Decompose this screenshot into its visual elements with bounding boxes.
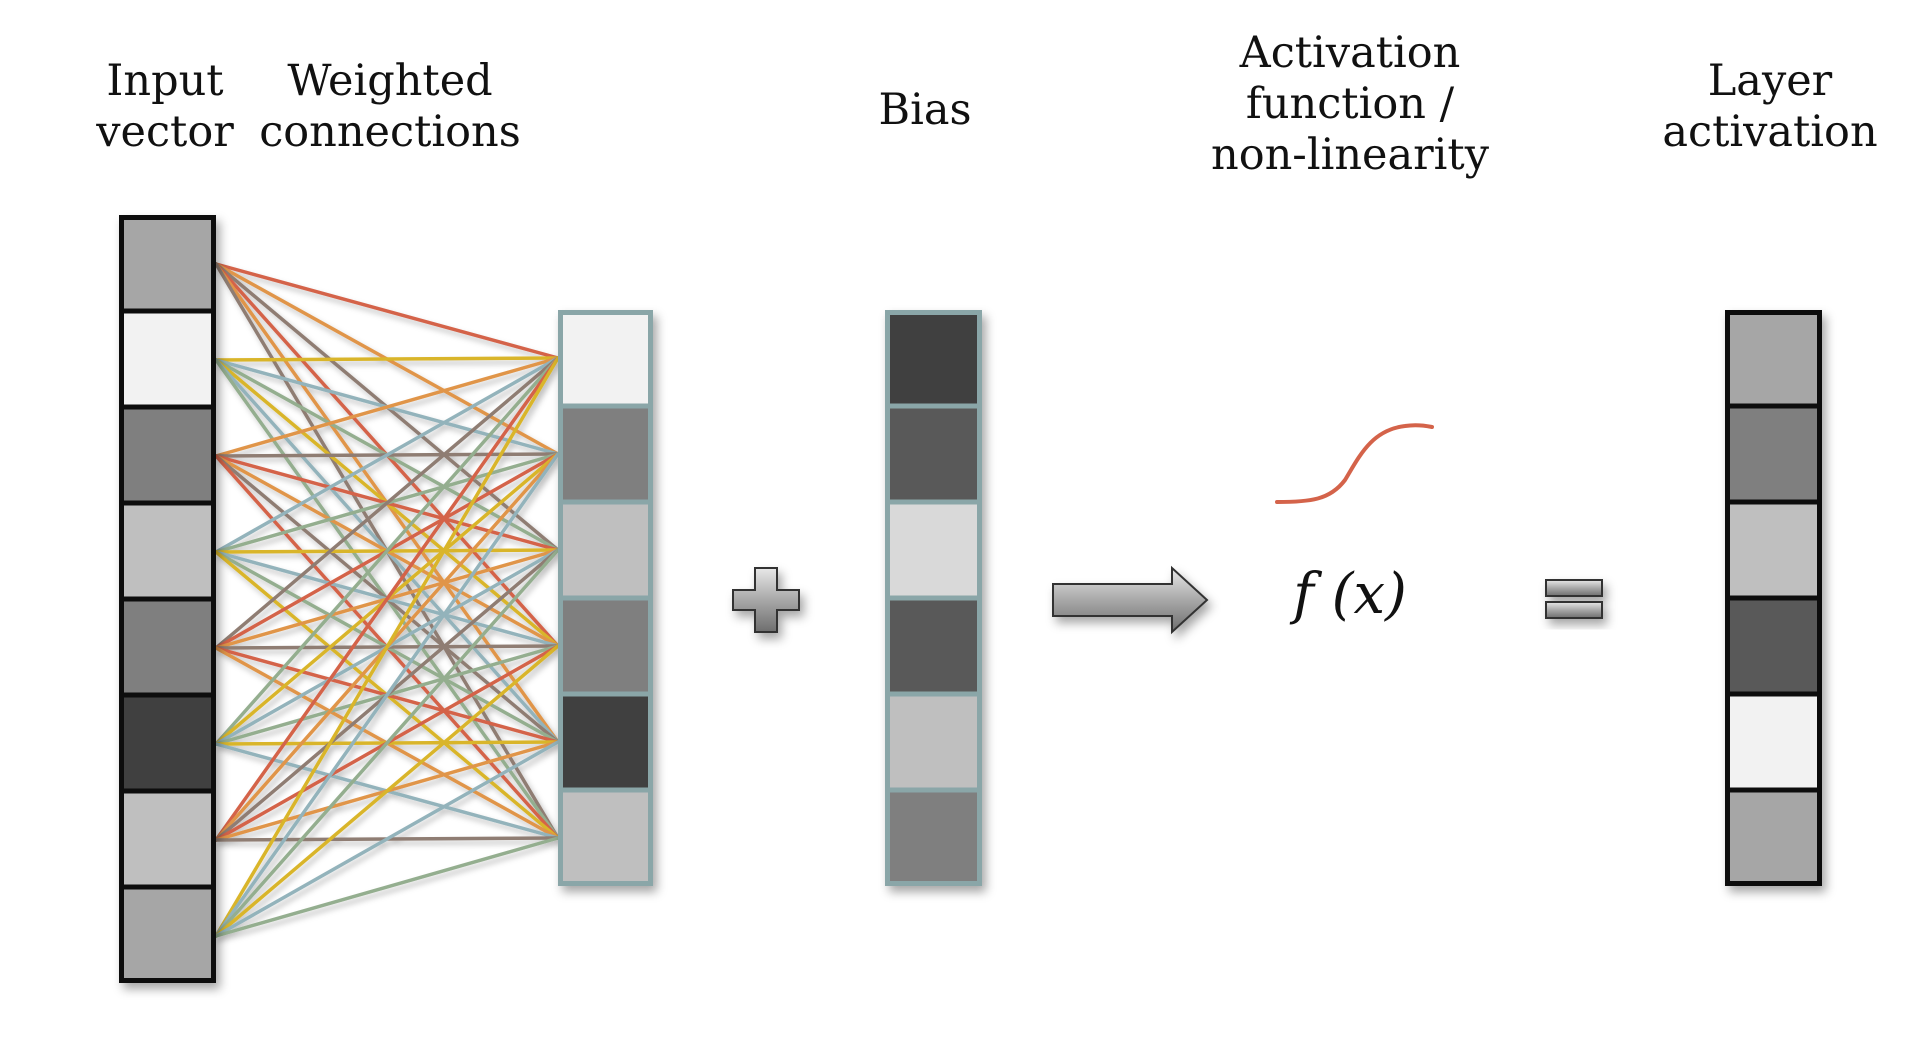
connection-line bbox=[214, 356, 560, 362]
bias-label: Bias bbox=[878, 85, 972, 135]
bias-vector-cell bbox=[890, 600, 977, 692]
input-vector-cell bbox=[124, 889, 211, 978]
input-vector-cell bbox=[124, 220, 211, 309]
bias-vector-cell bbox=[890, 504, 977, 596]
weighted-connections-label: Weighted connections bbox=[259, 56, 521, 157]
plus-icon bbox=[732, 567, 800, 633]
weighted-vector-cell bbox=[563, 408, 648, 500]
bias-vector-cell bbox=[890, 792, 977, 881]
weighted-vector-cell bbox=[563, 600, 648, 692]
bias-vector-frame bbox=[885, 310, 982, 886]
weighted-sum-vector bbox=[558, 310, 653, 886]
activation-formula: f (x) bbox=[1293, 562, 1407, 627]
output-vector-cell bbox=[1730, 315, 1817, 404]
right-arrow-icon bbox=[1052, 565, 1209, 635]
output-vector-cell bbox=[1730, 504, 1817, 596]
weighted-vector-frame bbox=[558, 310, 653, 886]
input-vector-label: Input vector bbox=[96, 56, 234, 157]
input-vector-cell bbox=[124, 313, 211, 405]
output-vector-cell bbox=[1730, 792, 1817, 881]
connection-line bbox=[214, 356, 560, 458]
input-vector-cell bbox=[124, 793, 211, 885]
weighted-vector-cell bbox=[563, 504, 648, 596]
connection-line bbox=[214, 356, 560, 554]
input-vector-cell bbox=[124, 409, 211, 501]
weighted-vector-cell bbox=[563, 792, 648, 881]
connection-line bbox=[214, 262, 560, 360]
equals-icon bbox=[1545, 579, 1603, 619]
input-vector bbox=[119, 215, 216, 983]
connection-line bbox=[214, 644, 560, 938]
connection-line bbox=[214, 356, 560, 842]
layer-activation-vector bbox=[1725, 310, 1822, 886]
bias-vector-cell bbox=[890, 315, 977, 404]
bias-vector-cell bbox=[890, 408, 977, 500]
input-vector-cell bbox=[124, 505, 211, 597]
input-vector-cell bbox=[124, 697, 211, 789]
output-vector-cell bbox=[1730, 600, 1817, 692]
output-vector-cell bbox=[1730, 408, 1817, 500]
activation-curve-icon bbox=[1275, 423, 1434, 504]
connection-line bbox=[214, 452, 560, 938]
weighted-vector-cell bbox=[563, 696, 648, 788]
bias-vector bbox=[885, 310, 982, 886]
input-vector-cell bbox=[124, 601, 211, 693]
output-vector-frame bbox=[1725, 310, 1822, 886]
bias-vector-cell bbox=[890, 696, 977, 788]
activation-function-label: Activation function / non-linearity bbox=[1211, 28, 1489, 180]
connection-line bbox=[214, 548, 560, 938]
output-vector-cell bbox=[1730, 696, 1817, 788]
weighted-connections bbox=[214, 262, 560, 938]
connection-line bbox=[214, 740, 560, 938]
connection-line bbox=[214, 836, 560, 938]
weighted-vector-cell bbox=[563, 315, 648, 404]
connection-line bbox=[214, 356, 560, 938]
layer-activation-label: Layer activation bbox=[1662, 56, 1878, 157]
connection-line bbox=[214, 356, 560, 746]
connection-line bbox=[214, 356, 560, 650]
